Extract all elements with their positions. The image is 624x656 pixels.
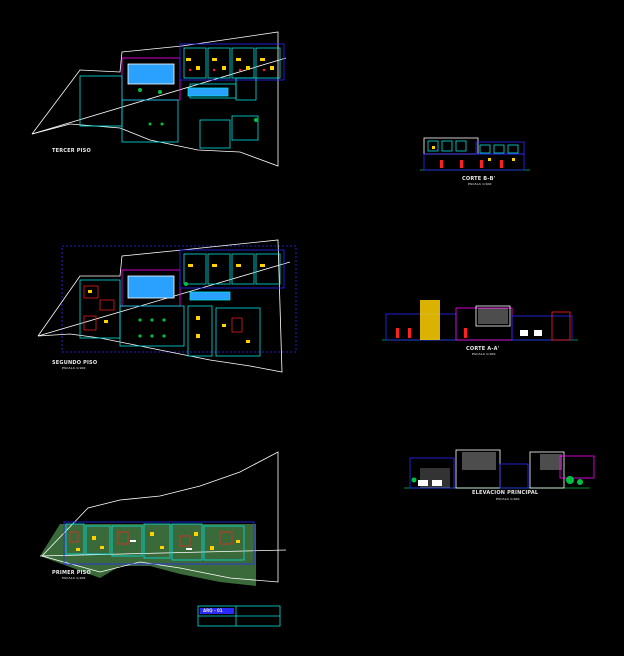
plan-tercer-piso [31, 31, 287, 167]
section-elevacion [404, 449, 595, 489]
pool [127, 63, 175, 85]
title-block-code: ARQ - 01 [203, 608, 223, 613]
plan-scale-segundo: ESCALA 1/100 [62, 366, 86, 370]
plan-title-tercer: TERCER PISO [52, 148, 91, 154]
site-outline [31, 31, 279, 167]
section-scale-elevacion: ESCALA 1/100 [496, 497, 520, 501]
section-scale-corte-b: ESCALA 1/100 [468, 182, 492, 186]
plan-title-segundo: SEGUNDO PISO [52, 360, 98, 366]
plan-title-primer: PRIMER PISO [52, 570, 91, 576]
section-title-corte-a: CORTE A-A' [466, 346, 500, 352]
title-block [197, 605, 281, 627]
section-title-elevacion: ELEVACION PRINCIPAL [472, 490, 539, 496]
section-title-corte-b: CORTE B-B' [462, 176, 496, 182]
section-corte-a [382, 300, 578, 341]
plan-scale-primer: ESCALA 1/100 [62, 576, 86, 580]
section-scale-corte-a: ESCALA 1/100 [472, 352, 496, 356]
plan-segundo-piso [37, 239, 297, 373]
plan-primer-piso [39, 451, 287, 586]
section-corte-b [420, 137, 530, 171]
site-outline [41, 451, 279, 583]
